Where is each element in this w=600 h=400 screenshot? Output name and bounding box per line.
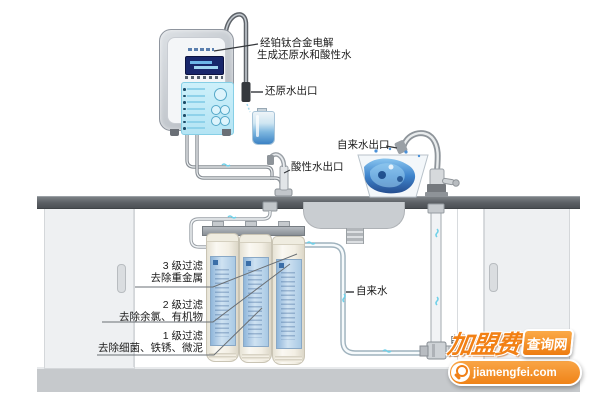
tap-water-outlet-label: 自来水出口 xyxy=(337,139,390,151)
tap-water-pipe-label: 自来水 xyxy=(356,285,388,297)
watermark-brand-text: 加盟费 xyxy=(445,331,522,359)
device-button xyxy=(220,105,230,115)
tap-water-inlet-label: 自来水 xyxy=(450,335,479,346)
watermark-domain-pill: jiamengfei.com xyxy=(448,359,582,386)
device-lcd-display xyxy=(185,56,224,75)
device-leg xyxy=(170,129,179,136)
reduced-water-outlet-label: 还原水出口 xyxy=(265,85,318,97)
filter-cartridge-3 xyxy=(272,236,305,365)
indicator-row xyxy=(183,114,205,117)
device-brand-text xyxy=(188,48,214,51)
device-indicator-row xyxy=(185,76,223,79)
watermark-brand-row: 加盟费 查询网 xyxy=(445,328,594,359)
lcd-text-line xyxy=(190,61,212,64)
filter-stage2-title: 2 级过滤 xyxy=(162,299,203,311)
lcd-text-line xyxy=(194,66,218,69)
indicator-row xyxy=(183,88,205,91)
water-bag xyxy=(252,111,275,145)
indicator-row xyxy=(183,120,205,123)
filter-stage1-title: 1 级过滤 xyxy=(162,330,203,342)
cabinet-divider xyxy=(457,207,458,367)
filter-stage2-function: 去除余氯、有机物 xyxy=(119,311,203,323)
cabinet-divider xyxy=(483,207,484,367)
water-ionizer-device xyxy=(159,29,234,136)
magnifier-icon xyxy=(451,363,470,382)
hose-outlet-tip xyxy=(241,82,251,102)
filter-cartridge-1 xyxy=(206,233,239,362)
device-leg xyxy=(222,129,231,136)
device-button xyxy=(214,88,227,101)
watermark-domain-text: jiamengfei.com xyxy=(473,366,557,379)
cabinet-handle-icon xyxy=(489,263,498,292)
sink-basin xyxy=(303,202,405,229)
filter-cartridge-label xyxy=(276,259,302,349)
site-watermark: 加盟费 查询网 jiamengfei.com xyxy=(445,328,594,390)
sink-drain-pipe xyxy=(346,228,364,244)
device-button xyxy=(220,116,230,126)
filter-stage3-title: 3 级过滤 xyxy=(162,260,203,272)
splash-basin xyxy=(356,147,430,198)
filter-stage3-label: 3 级过滤 去除重金属 xyxy=(93,260,204,284)
filter-cartridge-2 xyxy=(239,234,272,363)
acidic-water-outlet-label: 酸性水出口 xyxy=(291,161,344,173)
device-control-panel xyxy=(181,82,234,135)
electrolysis-line1: 经铂钛合金电解 xyxy=(260,37,334,49)
water-splash-graphic xyxy=(357,147,429,198)
tap-water-feed-pipe xyxy=(302,242,427,356)
device-front-panel xyxy=(167,37,234,135)
filter-cartridge-label xyxy=(210,256,236,346)
filter-stage1-function: 去除细菌、铁锈、微泥 xyxy=(98,342,203,354)
electrolysis-annotation: 经铂钛合金电解 生成还原水和酸性水 xyxy=(257,37,352,61)
indicator-row xyxy=(183,101,205,104)
indicator-row xyxy=(183,127,205,130)
filter-stage3-function: 去除重金属 xyxy=(150,272,204,284)
filter-stage1-label: 1 级过滤 去除细菌、铁锈、微泥 xyxy=(93,330,203,354)
electrolysis-line2: 生成还原水和酸性水 xyxy=(257,49,352,61)
filter-cartridge-label xyxy=(243,257,269,347)
watermark-brand-badge: 查询网 xyxy=(520,329,574,357)
filter-stage2-label: 2 级过滤 去除余氯、有机物 xyxy=(93,299,203,323)
indicator-row xyxy=(183,94,205,97)
acidic-water-faucet xyxy=(267,152,293,197)
indicator-row xyxy=(183,107,205,110)
